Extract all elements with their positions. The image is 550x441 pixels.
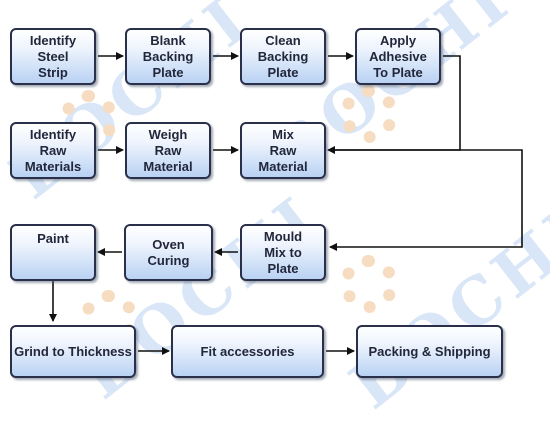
step-blank-backing-plate: Blank Backing Plate (125, 28, 211, 85)
arrow-connector (329, 149, 523, 251)
step-apply-adhesive: Apply Adhesive To Plate (355, 28, 441, 85)
step-weigh-raw-material: Weigh Raw Material (125, 122, 211, 179)
step-mould-mix-to-plate: Mould Mix to Plate (240, 224, 326, 281)
step-fit-accessories: Fit accessories (171, 325, 324, 378)
step-oven-curing: Oven Curing (124, 224, 213, 281)
step-mix-raw-material: Mix Raw Material (240, 122, 326, 179)
step-identify-raw-materials: Identify Raw Materials (10, 122, 96, 179)
step-clean-backing-plate: Clean Backing Plate (240, 28, 326, 85)
step-grind-to-thickness: Grind to Thickness (10, 325, 136, 378)
step-identify-steel-strip: Identify Steel Strip (10, 28, 96, 85)
step-paint: Paint (10, 224, 96, 281)
step-packing-shipping: Packing & Shipping (356, 325, 503, 378)
